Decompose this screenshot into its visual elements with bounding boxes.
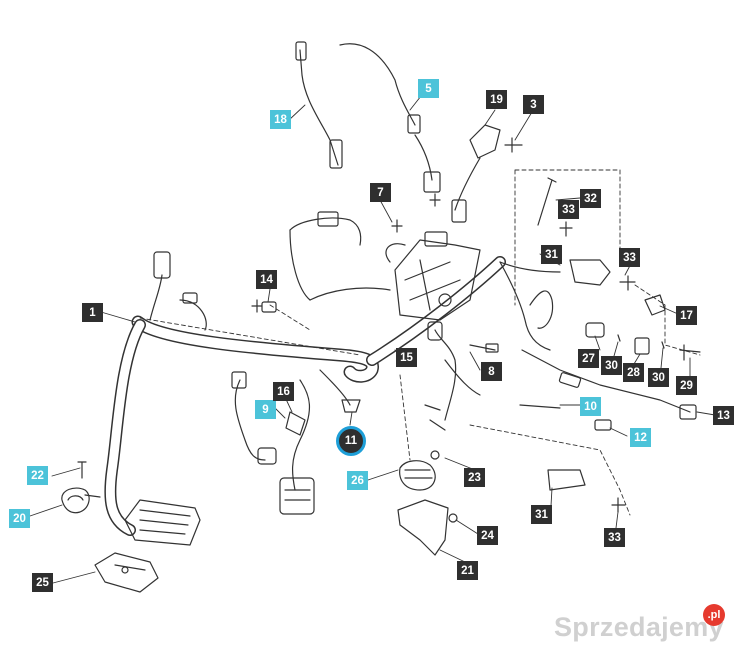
- callout-30-b: 30: [648, 368, 669, 387]
- callout-9: 9: [255, 400, 276, 419]
- callout-11: 11: [336, 426, 366, 456]
- callout-27: 27: [578, 349, 599, 368]
- right-cable: [499, 261, 697, 420]
- fasteners: [251, 193, 626, 513]
- callout-29: 29: [676, 376, 697, 395]
- callout-24: 24: [477, 526, 498, 545]
- callout-1: 1: [82, 303, 103, 322]
- callout-31-a: 31: [541, 245, 562, 264]
- main-harness-trunk: [104, 256, 506, 536]
- callout-21: 21: [457, 561, 478, 580]
- central-cluster: [289, 211, 481, 321]
- callout-22: 22: [27, 466, 48, 485]
- callout-13: 13: [713, 406, 734, 425]
- lower-centre-parts: [397, 321, 499, 556]
- callout-16: 16: [273, 382, 294, 401]
- callout-28: 28: [623, 363, 644, 382]
- callout-30-a: 30: [601, 356, 622, 375]
- callout-12: 12: [630, 428, 651, 447]
- callout-33-c: 33: [604, 528, 625, 547]
- watermark-badge: .pl: [703, 604, 725, 626]
- clip-parts: [61, 461, 101, 514]
- callout-32: 32: [580, 189, 601, 208]
- left-lower-wires: [231, 369, 361, 515]
- bracket-parts: [537, 177, 666, 316]
- callout-33-a: 33: [558, 200, 579, 219]
- callout-7: 7: [370, 183, 391, 202]
- callout-17: 17: [676, 306, 697, 325]
- callout-10: 10: [580, 397, 601, 416]
- callout-19: 19: [486, 90, 507, 109]
- callout-25: 25: [32, 573, 53, 592]
- callout-18: 18: [270, 110, 291, 129]
- callout-23: 23: [464, 468, 485, 487]
- callout-5: 5: [418, 79, 439, 98]
- callout-8: 8: [481, 362, 502, 381]
- callout-20: 20: [9, 509, 30, 528]
- callout-33-b: 33: [619, 248, 640, 267]
- watermark-text: Sprzedajemy: [554, 612, 724, 642]
- callout-14: 14: [256, 270, 277, 289]
- left-branch-wires: [149, 251, 207, 331]
- leader-lines: [29, 95, 716, 584]
- dashed-guides: [139, 169, 701, 516]
- callout-15: 15: [396, 348, 417, 367]
- callout-31-b: 31: [531, 505, 552, 524]
- top-right-connector: [451, 124, 523, 223]
- upper-sensor-cables: [295, 41, 441, 193]
- callout-26: 26: [347, 471, 368, 490]
- callout-3: 3: [523, 95, 544, 114]
- small-parts-row: [585, 322, 701, 361]
- bottom-left-module: [94, 499, 201, 593]
